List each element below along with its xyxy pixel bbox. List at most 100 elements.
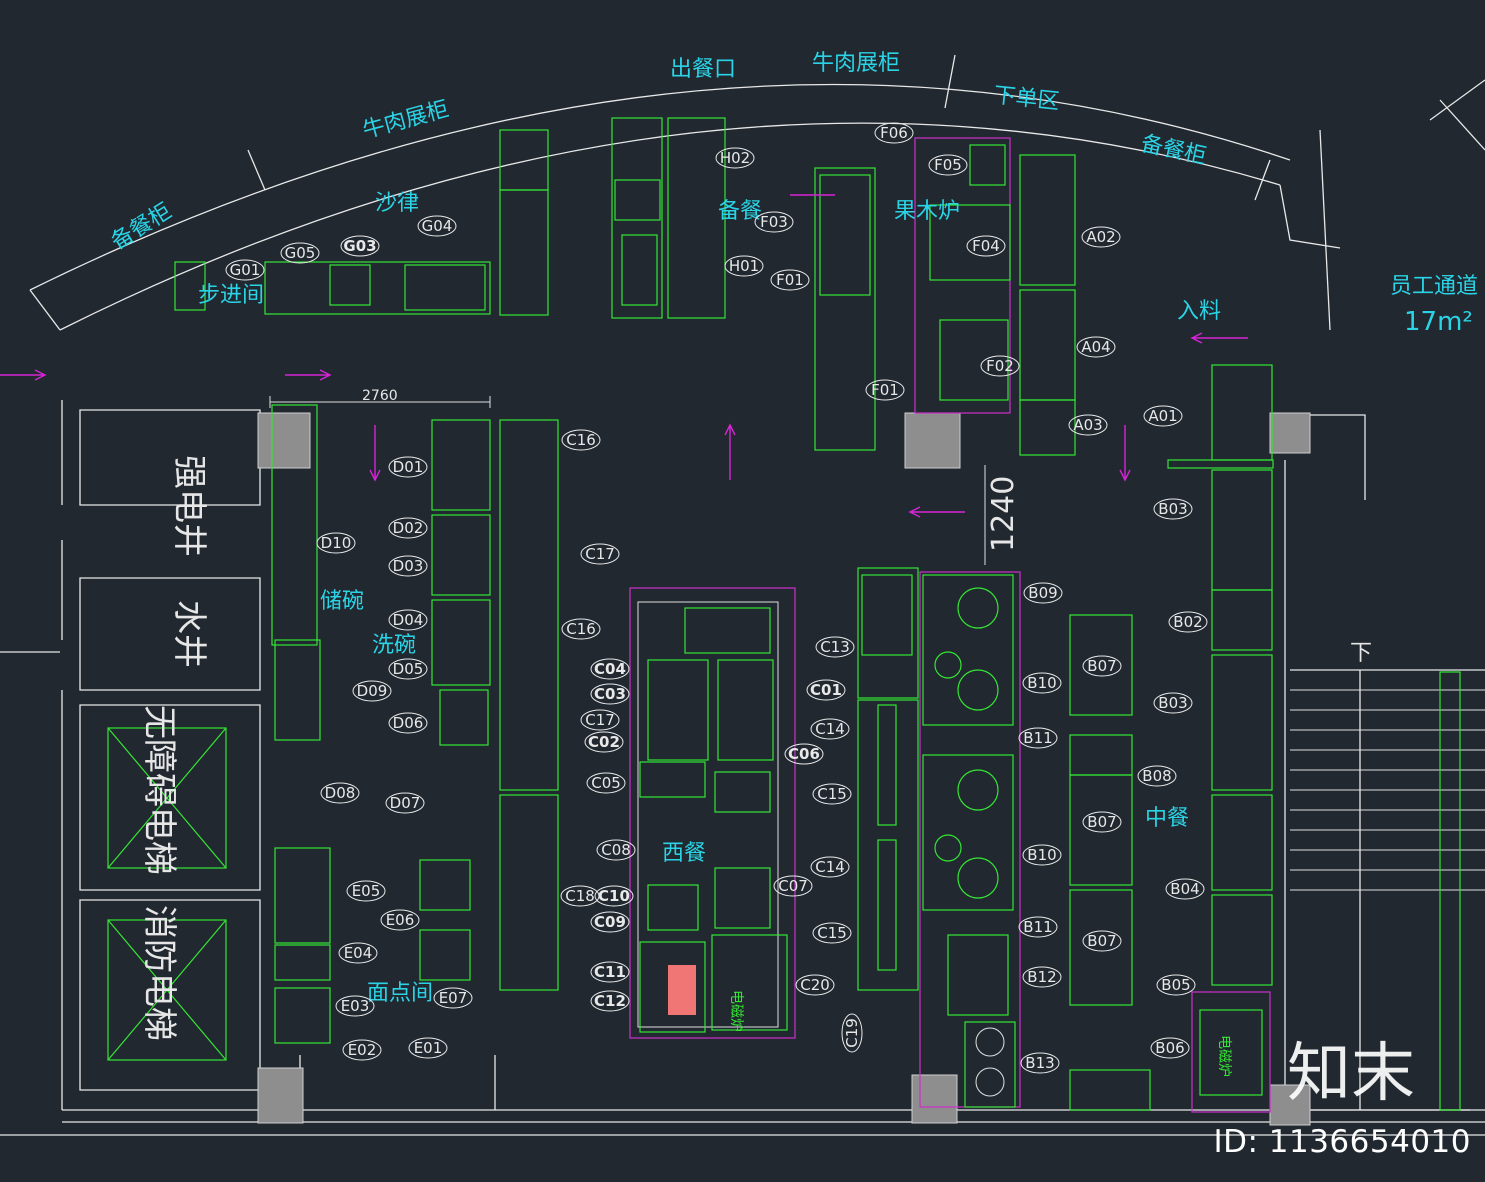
tag-outline [1076,336,1116,358]
tag-label: A03 [1073,416,1102,434]
tag-c17a: C17 [580,543,620,565]
tag-label: F02 [986,357,1014,375]
tag-outline [590,658,630,680]
tag-label: B07 [1087,932,1116,950]
tag-g03: G03 [340,235,380,257]
tag-c02: C02 [584,731,624,753]
label-dishwash: 洗碗 [372,633,416,658]
tag-label: B07 [1087,813,1116,831]
tag-label: E01 [414,1039,443,1057]
tag-label: C14 [815,858,845,876]
tag-label: E03 [341,997,370,1015]
tag-f06: F06 [874,122,914,144]
tag-label: C13 [820,638,850,656]
tag-label: E02 [348,1041,377,1059]
tag-outline [316,532,356,554]
tag-outline [1068,414,1108,436]
tag-g01: G01 [225,259,265,281]
tag-b04: B04 [1165,878,1205,900]
tag-outline [1165,878,1205,900]
tag-outline [584,731,624,753]
tag-outline [340,235,380,257]
tag-label: D05 [393,660,424,678]
tag-outline [561,429,601,451]
tag-outline [417,215,457,237]
tag-a01: A01 [1143,405,1183,427]
label-walk-in: 步进间 [198,283,264,308]
tag-outline [1153,692,1193,714]
flow-arrows [0,194,1248,518]
tag-d07: D07 [385,792,425,814]
watermark-id: ID: 1136654010 [1213,1124,1471,1160]
tag-label: C20 [800,976,830,994]
tag-label: B10 [1027,846,1056,864]
tag-label: B07 [1087,657,1116,675]
tag-b11b: B11 [1018,916,1058,938]
tag-label: C01 [810,681,842,699]
label-staff-area: 17m² [1404,307,1473,337]
tag-label: C08 [601,841,631,859]
tag-outline [1082,655,1122,677]
tag-c19: C19 [841,1013,863,1053]
tag-outline [754,211,794,233]
tag-outline [1143,405,1183,427]
label-beef-display-right: 牛肉展柜 [812,51,900,76]
tag-b07b: B07 [1082,811,1122,833]
tag-d04: D04 [388,609,428,631]
tag-label: E05 [352,882,381,900]
top-equipment [174,117,726,319]
tag-outline [320,782,360,804]
tag-e01: E01 [408,1037,448,1059]
tag-outline [388,555,428,577]
tag-b09: B09 [1023,582,1063,604]
tag-label: B05 [1161,976,1190,994]
tag-outline [560,885,600,907]
tag-d09: D09 [352,680,392,702]
tag-outline [810,856,850,878]
tag-e07: E07 [433,987,473,1009]
dimension-1240: 1240 [986,476,1021,552]
tag-b03a: B03 [1153,498,1193,520]
tag-outline [966,235,1006,257]
tag-f03: F03 [754,211,794,233]
tag-outline [335,995,375,1017]
tag-outline [1020,1052,1060,1074]
tag-c07: C07 [773,875,813,897]
tag-outline [1081,226,1121,248]
tag-outline [388,456,428,478]
tag-c05: C05 [586,772,626,794]
tag-label: G03 [343,237,376,255]
tag-a04: A04 [1076,336,1116,358]
tag-outline [586,772,626,794]
tag-label: D04 [393,611,424,629]
tag-label: D01 [393,458,424,476]
label-appliance-1: 电磁炉 [728,990,744,1032]
label-fruitwood-oven: 果木炉 [894,199,960,224]
dimension-lines: 2760 1240 [269,388,1021,565]
tag-label: A04 [1081,338,1110,356]
tag-label: B11 [1023,729,1052,747]
tag-label: G05 [285,244,316,262]
tag-label: C10 [598,887,630,905]
tag-label: E04 [344,944,373,962]
tag-label: F01 [871,381,899,399]
tag-label: F04 [972,237,1000,255]
watermark-logo: 知末 [1287,1037,1415,1111]
tag-outline [590,683,630,705]
tag-outline [561,618,601,640]
tag-label: C12 [594,992,626,1010]
tag-b06: B06 [1150,1037,1190,1059]
dimension-2760: 2760 [362,388,398,404]
tag-label: B03 [1158,694,1187,712]
tag-label: C15 [817,785,847,803]
tag-label: C16 [566,431,596,449]
tag-b11a: B11 [1018,727,1058,749]
tag-d10: D10 [316,532,356,554]
tag-label: C02 [588,733,620,751]
tag-d02: D02 [388,517,428,539]
tag-e02: E02 [342,1039,382,1061]
pastry-zone [274,847,471,1044]
tag-outline [342,1039,382,1061]
tag-label: C09 [594,913,626,931]
